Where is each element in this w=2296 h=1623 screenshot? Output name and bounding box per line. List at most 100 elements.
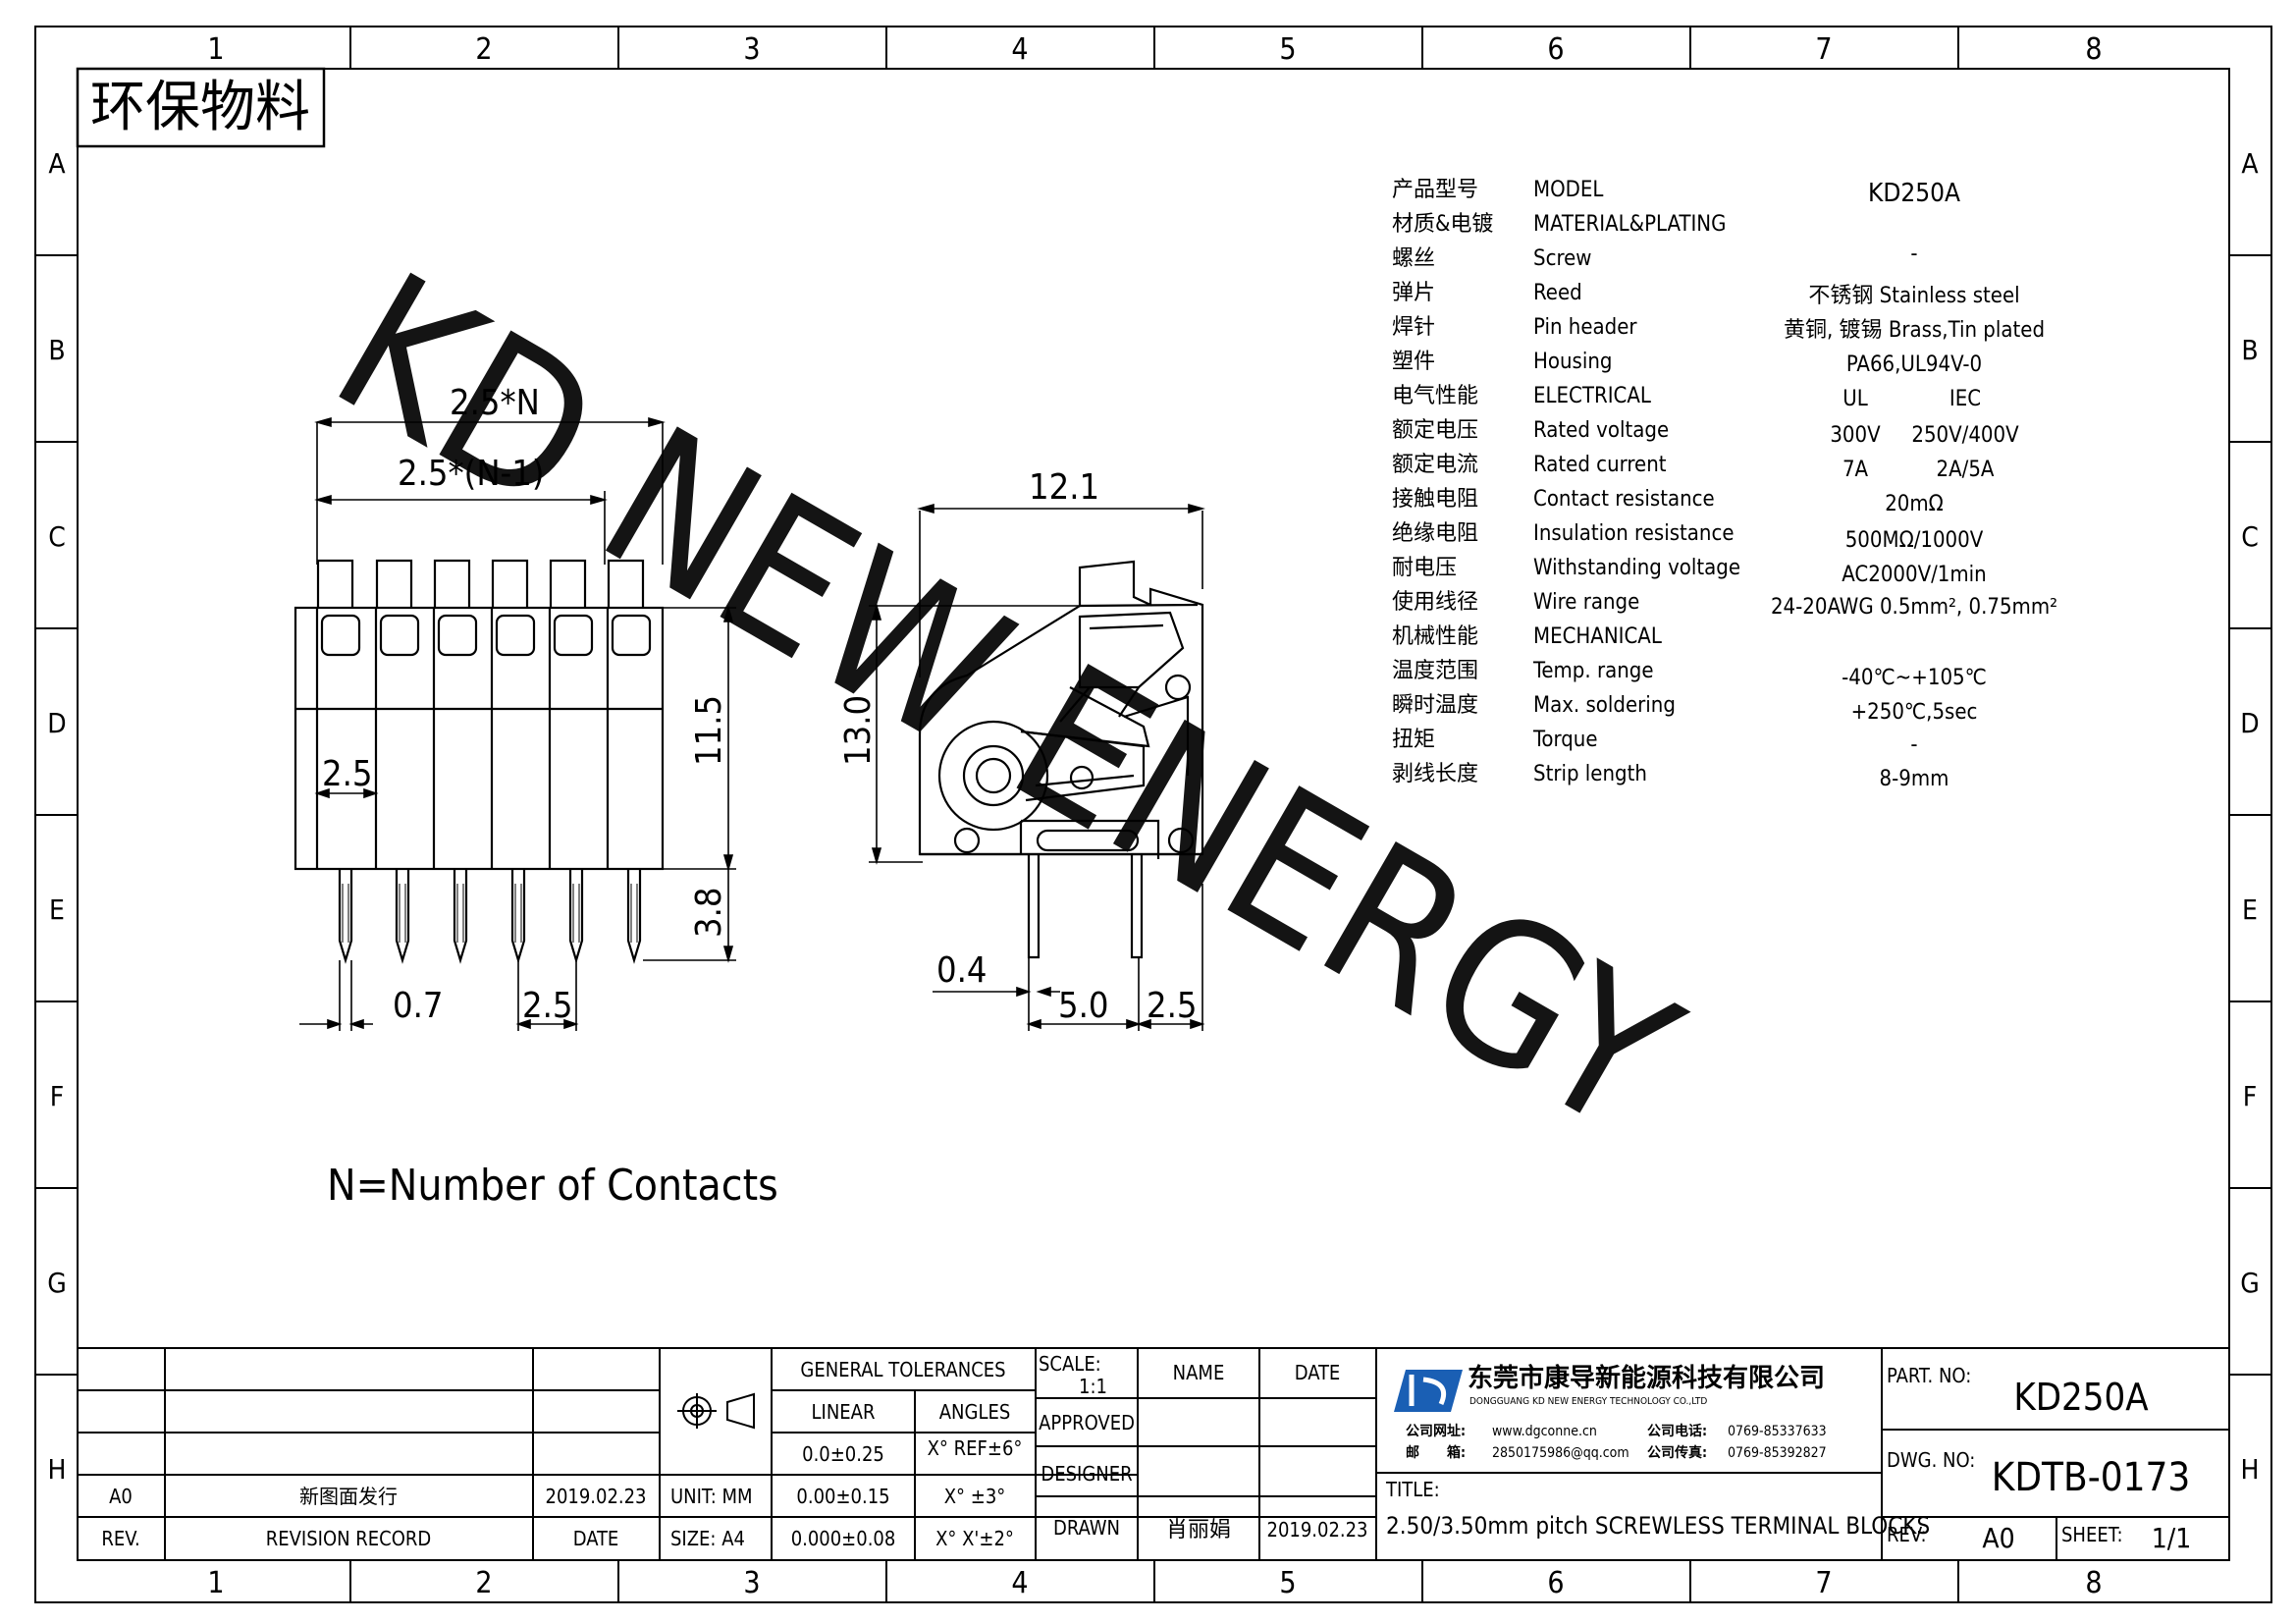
- rev-value: A0: [109, 1485, 133, 1508]
- date-header-2: DATE: [1295, 1361, 1341, 1384]
- angles-header: ANGLES: [939, 1400, 1011, 1424]
- spec-cn: 弹片: [1392, 281, 1435, 305]
- spec-value: +250℃,5sec: [1851, 700, 1978, 725]
- row-label: A: [2241, 147, 2259, 180]
- col-label: 8: [2085, 1566, 2102, 1600]
- linear-tol-1: 0.0±0.25: [802, 1442, 884, 1466]
- spec-value: KD250A: [1868, 179, 1960, 208]
- spec-en: Pin header: [1533, 315, 1637, 340]
- dim-depth: 12.1: [1029, 467, 1099, 508]
- spec-cn: 塑件: [1392, 350, 1435, 374]
- rev-date-value: 2019.02.23: [546, 1485, 647, 1508]
- col-label: 1: [207, 1566, 224, 1600]
- dwg-no-label: DWG. NO:: [1887, 1448, 1975, 1472]
- col-label: 4: [1011, 32, 1028, 67]
- spec-cn: 机械性能: [1392, 624, 1478, 649]
- col-label: 6: [1547, 1566, 1564, 1600]
- angle-tol-1: X° REF±6°: [928, 1436, 1023, 1460]
- company-phone: 0769-85337633: [1728, 1424, 1827, 1439]
- spec-value: 2A/5A: [1937, 458, 1995, 482]
- row-label: C: [2241, 520, 2259, 553]
- front-view-drawing: [294, 559, 665, 964]
- spec-cn: 额定电流: [1392, 453, 1478, 477]
- row-label: D: [2240, 707, 2259, 739]
- sheet-label: SHEET:: [2061, 1523, 2123, 1546]
- spec-value: 24-20AWG 0.5mm², 0.75mm²: [1771, 595, 2057, 620]
- spec-cn: 材质&电镀: [1392, 212, 1493, 237]
- spec-en: Strip length: [1533, 762, 1647, 786]
- spec-en: MODEL: [1533, 178, 1603, 202]
- row-label: E: [49, 893, 65, 926]
- drawn-name: 肖丽娟: [1166, 1518, 1231, 1542]
- push-tab-row: [316, 559, 645, 608]
- linear-header: LINEAR: [812, 1400, 876, 1424]
- spec-en: Temp. range: [1532, 659, 1654, 683]
- dim-pitch-n: 2.5*N: [450, 383, 540, 423]
- spec-cn: 接触电阻: [1392, 487, 1478, 512]
- spec-en: ELECTRICAL: [1533, 384, 1651, 408]
- dim-left-pitch: 2.5: [322, 754, 373, 794]
- date-header: DATE: [573, 1527, 619, 1550]
- spec-cn: 扭矩: [1392, 728, 1435, 752]
- col-label: 3: [743, 32, 760, 67]
- eco-material-label: 环保物料: [90, 76, 310, 139]
- spec-value: 8-9mm: [1880, 767, 1949, 791]
- spec-value: -40℃~+105℃: [1842, 666, 1987, 690]
- dim-pitch-n1: 2.5*(N-1): [398, 454, 544, 494]
- front-view-dimension-labels: 2.5*N 2.5*(N-1) 2.5 11.5 3.8 0.7 2.5 N=N…: [322, 383, 778, 1211]
- general-tolerances: GENERAL TOLERANCES: [800, 1358, 1005, 1381]
- company-logo-icon: [1394, 1370, 1463, 1412]
- spec-value: 500MΩ/1000V: [1845, 528, 1984, 553]
- dwg-no-value: KDTB-0173: [1992, 1455, 2191, 1500]
- spec-cn: 温度范围: [1392, 659, 1478, 683]
- spec-value: 250V/400V: [1911, 423, 2019, 448]
- spec-value: 不锈钢 Stainless steel: [1808, 284, 2019, 308]
- col-label: 5: [1279, 32, 1296, 67]
- size-label: SIZE: A4: [670, 1527, 745, 1550]
- spec-en-column: MODEL MATERIAL&PLATING Screw Reed Pin he…: [1532, 178, 1740, 786]
- row-label: D: [47, 707, 66, 739]
- row-label: A: [48, 147, 66, 180]
- spec-value-column: KD250A - 不锈钢 Stainless steel 黄铜, 镀锡 Bras…: [1771, 179, 2057, 791]
- projection-symbol-icon: [677, 1392, 755, 1430]
- spec-cn: 使用线径: [1392, 590, 1478, 615]
- col-label: 6: [1547, 32, 1564, 67]
- dim-pin-length: 3.8: [689, 888, 729, 939]
- angle-tol-2: X° ±3°: [944, 1485, 1006, 1508]
- company-name-en: DONGGUANG KD NEW ENERGY TECHNOLOGY CO.,L…: [1469, 1396, 1707, 1407]
- name-header: NAME: [1173, 1361, 1225, 1384]
- rev-label: REV:: [1887, 1523, 1927, 1546]
- spec-en: Rated current: [1533, 453, 1667, 477]
- spec-cn: 产品型号: [1392, 178, 1478, 202]
- col-label: 4: [1011, 1566, 1028, 1600]
- company-fax: 0769-85392827: [1728, 1445, 1827, 1461]
- dim-side-height: 13.0: [838, 695, 879, 766]
- spec-en: Torque: [1532, 728, 1598, 752]
- scale-value: 1:1: [1079, 1375, 1107, 1398]
- spec-cn: 螺丝: [1392, 246, 1435, 271]
- designer-label: DESIGNER: [1041, 1462, 1132, 1486]
- dim-pin-offset: 2.5: [1147, 986, 1198, 1026]
- rev-record-value: 新图面发行: [299, 1485, 398, 1508]
- row-label: G: [2240, 1267, 2260, 1299]
- frame-column-labels-top: 1 2 3 4 5 6 7 8: [207, 32, 2102, 67]
- col-label: 2: [475, 1566, 492, 1600]
- side-view-drawing: [918, 560, 1204, 959]
- spec-value: UL: [1842, 387, 1868, 411]
- row-label: F: [50, 1080, 65, 1112]
- rev-value-2: A0: [1982, 1522, 2014, 1554]
- spec-cn: 耐电压: [1392, 556, 1457, 580]
- rev-header: REV.: [101, 1527, 139, 1550]
- row-label: H: [2241, 1453, 2260, 1486]
- part-no-value: KD250A: [2013, 1376, 2149, 1419]
- spec-en: Contact resistance: [1533, 487, 1715, 512]
- col-label: 5: [1279, 1566, 1296, 1600]
- spec-en: Insulation resistance: [1533, 521, 1735, 546]
- drawn-date: 2019.02.23: [1267, 1518, 1368, 1542]
- spec-cn: 电气性能: [1392, 384, 1478, 408]
- side-view-dimensions: [869, 503, 1205, 1031]
- sheet-value: 1/1: [2152, 1522, 2192, 1554]
- col-label: 7: [1815, 32, 1832, 67]
- dim-pin-pitch: 2.5: [522, 986, 573, 1026]
- col-label: 7: [1815, 1566, 1832, 1600]
